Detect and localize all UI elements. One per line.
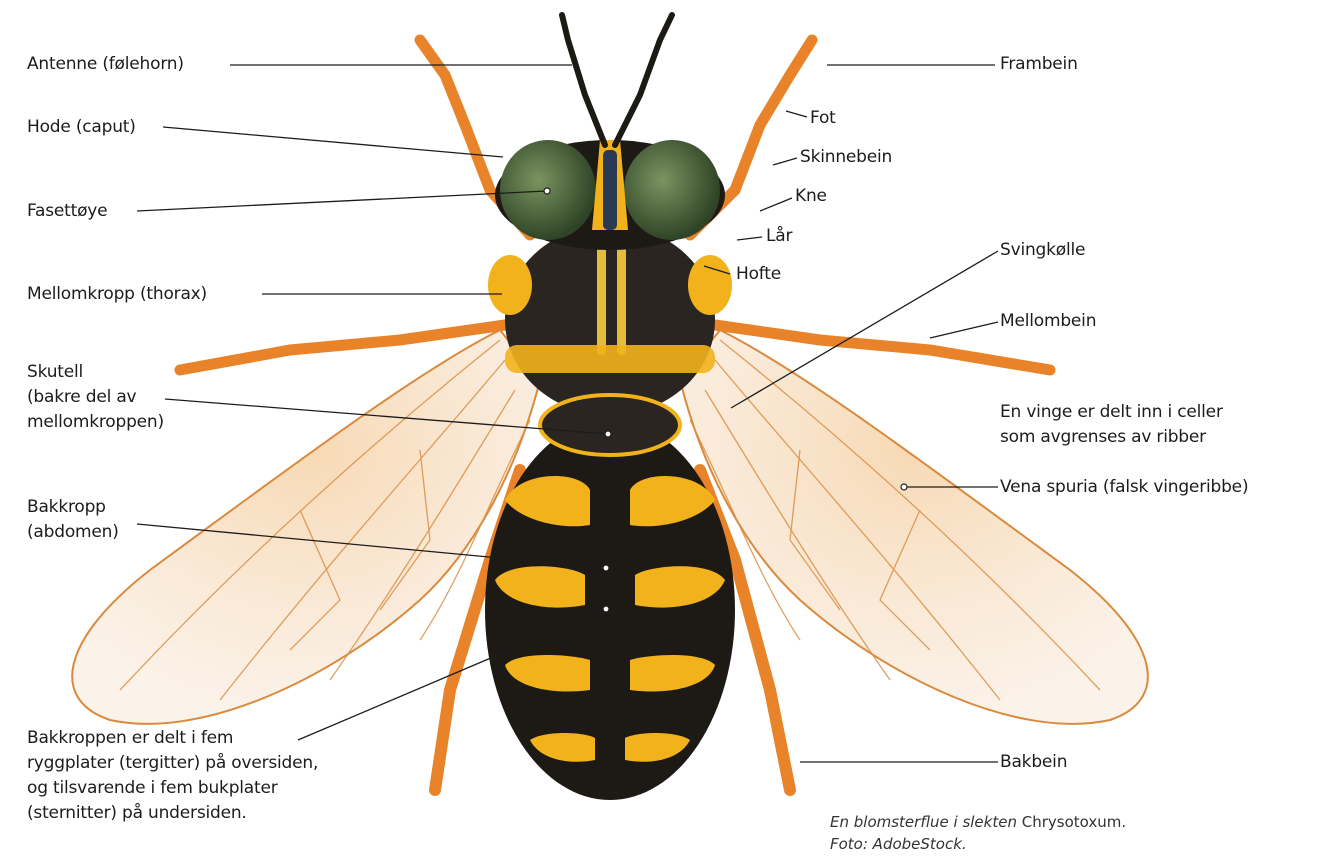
label-bakkroppen-note-1: Bakkroppen er delt i fem <box>27 727 233 749</box>
caption-period: . <box>1121 813 1126 831</box>
label-lar: Lår <box>766 225 792 247</box>
label-svingkolle: Svingkølle <box>1000 239 1085 261</box>
label-bakkroppen-note-3: og tilsvarende i fem bukplater <box>27 777 278 799</box>
label-hode: Hode (caput) <box>27 116 136 138</box>
label-bakkropp-2: (abdomen) <box>27 521 119 543</box>
label-bakkroppen-note-2: ryggplater (tergitter) på oversiden, <box>27 752 318 774</box>
label-skutell-1: Skutell <box>27 361 83 383</box>
caption-text: En blomsterflue i slekten <box>830 813 1017 831</box>
label-vinge-note-1: En vinge er delt inn i celler <box>1000 401 1223 423</box>
photo-caption: En blomsterflue i slekten Chrysotoxum. <box>830 812 1126 833</box>
caption-genus: Chrysotoxum <box>1022 813 1122 831</box>
label-bakkroppen-note-4: (sternitter) på undersiden. <box>27 802 247 824</box>
photo-credit: Foto: AdobeStock. <box>830 834 967 855</box>
label-hofte: Hofte <box>736 263 781 285</box>
label-kne: Kne <box>795 185 827 207</box>
photo-credit-text: Foto: AdobeStock. <box>830 835 967 853</box>
label-vinge-note-2: som avgrenses av ribber <box>1000 426 1206 448</box>
label-fasettoye: Fasettøye <box>27 200 107 222</box>
label-frambein: Frambein <box>1000 53 1078 75</box>
label-skinnebein: Skinnebein <box>800 146 892 168</box>
label-bakkropp-1: Bakkropp <box>27 496 106 518</box>
label-mellomkropp: Mellomkropp (thorax) <box>27 283 207 305</box>
label-fot: Fot <box>810 107 836 129</box>
label-antenne: Antenne (følehorn) <box>27 53 184 75</box>
label-vena-spuria: Vena spuria (falsk vingeribbe) <box>1000 476 1248 498</box>
label-mellombein: Mellombein <box>1000 310 1096 332</box>
label-skutell-3: mellomkroppen) <box>27 411 164 433</box>
label-skutell-2: (bakre del av <box>27 386 136 408</box>
label-bakbein: Bakbein <box>1000 751 1067 773</box>
